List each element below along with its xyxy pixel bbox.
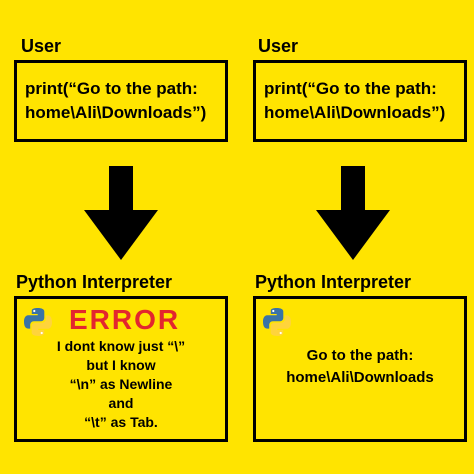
error-line: I dont know just “\” [56, 338, 186, 354]
output-line: Go to the path: [306, 347, 414, 364]
right-down-arrow-icon [316, 166, 390, 260]
left-user-heading: User [21, 36, 62, 56]
error-line: “\t” as Tab. [84, 414, 158, 430]
python-logo-icon [24, 308, 52, 336]
python-logo-icon [263, 308, 291, 336]
right-interpreter-box: Go to the path: home\Ali\Downloads [253, 296, 467, 442]
right-interpreter-heading: Python Interpreter [255, 272, 412, 292]
error-line: “\n” as Newline [69, 376, 173, 392]
left-code-line-2: home\Ali\Downloads”) [25, 103, 207, 122]
error-message: I dont know just “\” but I know “\n” as … [17, 337, 225, 432]
output-line: home\Ali\Downloads [286, 369, 434, 386]
error-title: ERROR [69, 304, 181, 335]
error-line: and [108, 395, 134, 411]
left-interpreter-heading: Python Interpreter [16, 272, 173, 292]
program-output: Go to the path: home\Ali\Downloads [256, 345, 464, 389]
left-down-arrow-icon [84, 166, 158, 260]
left-user-code-box: print(“Go to the path: home\Ali\Download… [14, 60, 228, 142]
error-line: but I know [86, 357, 156, 373]
right-user-code-box: print(“Go to the path: home\Ali\Download… [253, 60, 467, 142]
right-code-text: print(“Go to the path: home\Ali\Download… [264, 77, 445, 125]
right-code-line-1: print(“Go to the path: [264, 79, 437, 98]
left-code-text: print(“Go to the path: home\Ali\Download… [25, 77, 206, 125]
left-code-line-1: print(“Go to the path: [25, 79, 198, 98]
right-code-line-2: home\Ali\Downloads”) [264, 103, 446, 122]
left-interpreter-box: ERROR I dont know just “\” but I know “\… [14, 296, 228, 442]
right-user-heading: User [258, 36, 299, 56]
